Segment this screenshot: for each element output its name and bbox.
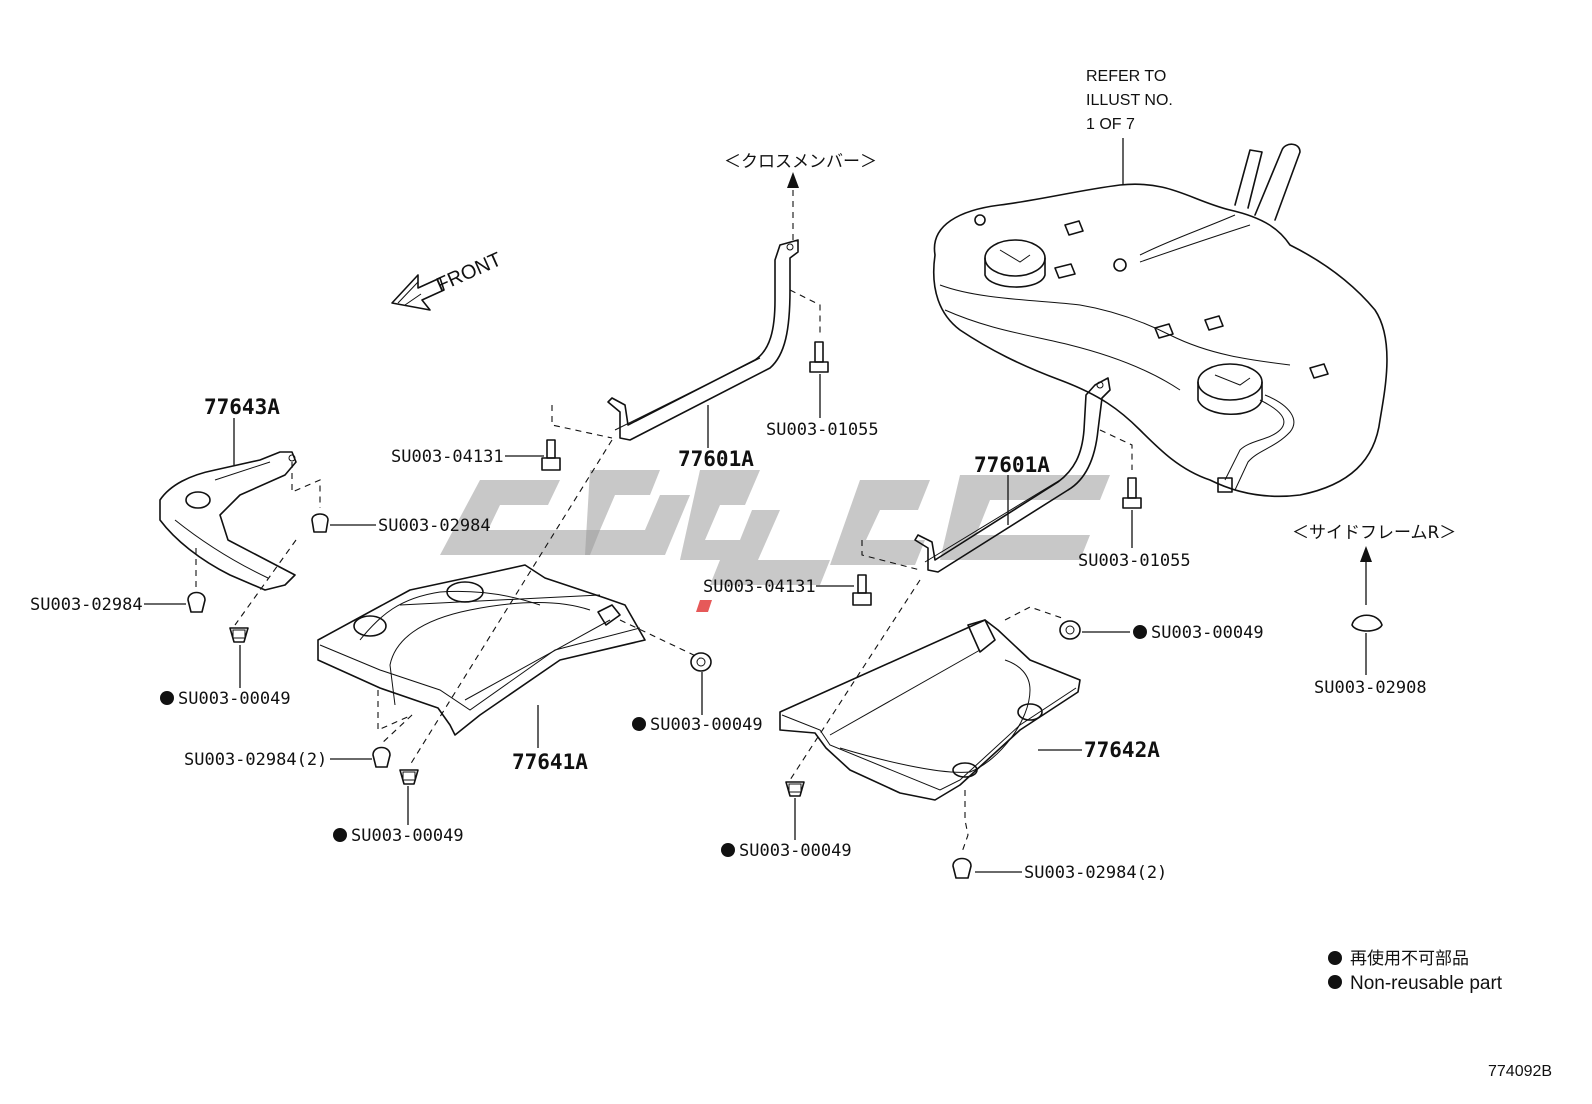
non-reusable-marker [721, 843, 735, 857]
part-su003-00049-a: SU003-00049 [178, 689, 291, 709]
part-77601A-left: 77601A [678, 447, 754, 471]
fuel-tank-strap-right [914, 377, 1111, 573]
part-su003-00049-c: SU003-00049 [351, 826, 464, 846]
arrow-up-icon [1360, 546, 1372, 562]
nut-icon [229, 627, 249, 643]
clip-icon [311, 513, 329, 533]
bolt-icon [1122, 477, 1142, 509]
part-77642A: 77642A [1084, 738, 1160, 762]
part-su003-01055-left: SU003-01055 [766, 420, 879, 440]
nut-icon [399, 769, 419, 785]
clip-icon [187, 591, 206, 613]
part-su003-02984-a: SU003-02984 [378, 516, 491, 536]
clip-icon [952, 857, 972, 879]
non-reusable-marker [333, 828, 347, 842]
fuel-tank [932, 143, 1388, 498]
watermark-logo [440, 470, 1110, 612]
part-su003-02984-2-left: SU003-02984(2) [184, 750, 327, 770]
part-su003-01055-right: SU003-01055 [1078, 551, 1191, 571]
part-77643A-shape [159, 451, 297, 591]
part-77641A: 77641A [512, 750, 588, 774]
fuel-tank-strap-left [607, 239, 799, 441]
nut-icon [785, 781, 805, 797]
front-label: FRONT [433, 248, 505, 296]
bolt-icon [852, 574, 872, 606]
diagram-id: 774092B [1488, 1063, 1552, 1080]
ref-line2: ILLUST NO. [1086, 92, 1173, 109]
non-reusable-marker [1133, 625, 1147, 639]
part-77643A: 77643A [204, 395, 280, 419]
part-su003-02908: SU003-02908 [1314, 678, 1427, 698]
part-su003-04131-left: SU003-04131 [391, 447, 504, 467]
part-77641A-shape [317, 564, 646, 736]
part-su003-04131-right: SU003-04131 [703, 577, 816, 597]
legend-text-jp: 再使用不可部品 [1350, 948, 1469, 969]
clip-icon [372, 746, 391, 768]
legend-text-en: Non-reusable part [1350, 973, 1503, 994]
sideframe-label: ＜サイドフレームR＞ [1292, 523, 1456, 543]
ref-line1: REFER TO [1086, 68, 1166, 85]
bolt-icon [541, 405, 613, 471]
part-su003-00049-d: SU003-00049 [1151, 623, 1264, 643]
part-77642A-shape [779, 619, 1081, 801]
nut-icon [1059, 620, 1081, 640]
front-arrow: FRONT [391, 248, 505, 311]
plug-icon [1351, 614, 1383, 632]
legend-marker-en [1328, 975, 1342, 989]
bolt-icon [789, 289, 829, 373]
part-77601A-right: 77601A [974, 453, 1050, 477]
legend-marker-jp [1328, 951, 1342, 965]
arrow-up-icon [787, 172, 799, 188]
crossmember-label: ＜クロスメンバー＞ [724, 152, 877, 172]
nut-icon [690, 652, 712, 672]
part-su003-00049-e: SU003-00049 [739, 841, 852, 861]
ref-line3: 1 OF 7 [1086, 116, 1135, 133]
legend: 再使用不可部品 Non-reusable part [1328, 948, 1503, 994]
part-su003-02984-2-right: SU003-02984(2) [1024, 863, 1167, 883]
part-su003-00049-b: SU003-00049 [650, 715, 763, 735]
non-reusable-marker [632, 717, 646, 731]
part-su003-02984-b: SU003-02984 [30, 595, 143, 615]
non-reusable-marker [160, 691, 174, 705]
